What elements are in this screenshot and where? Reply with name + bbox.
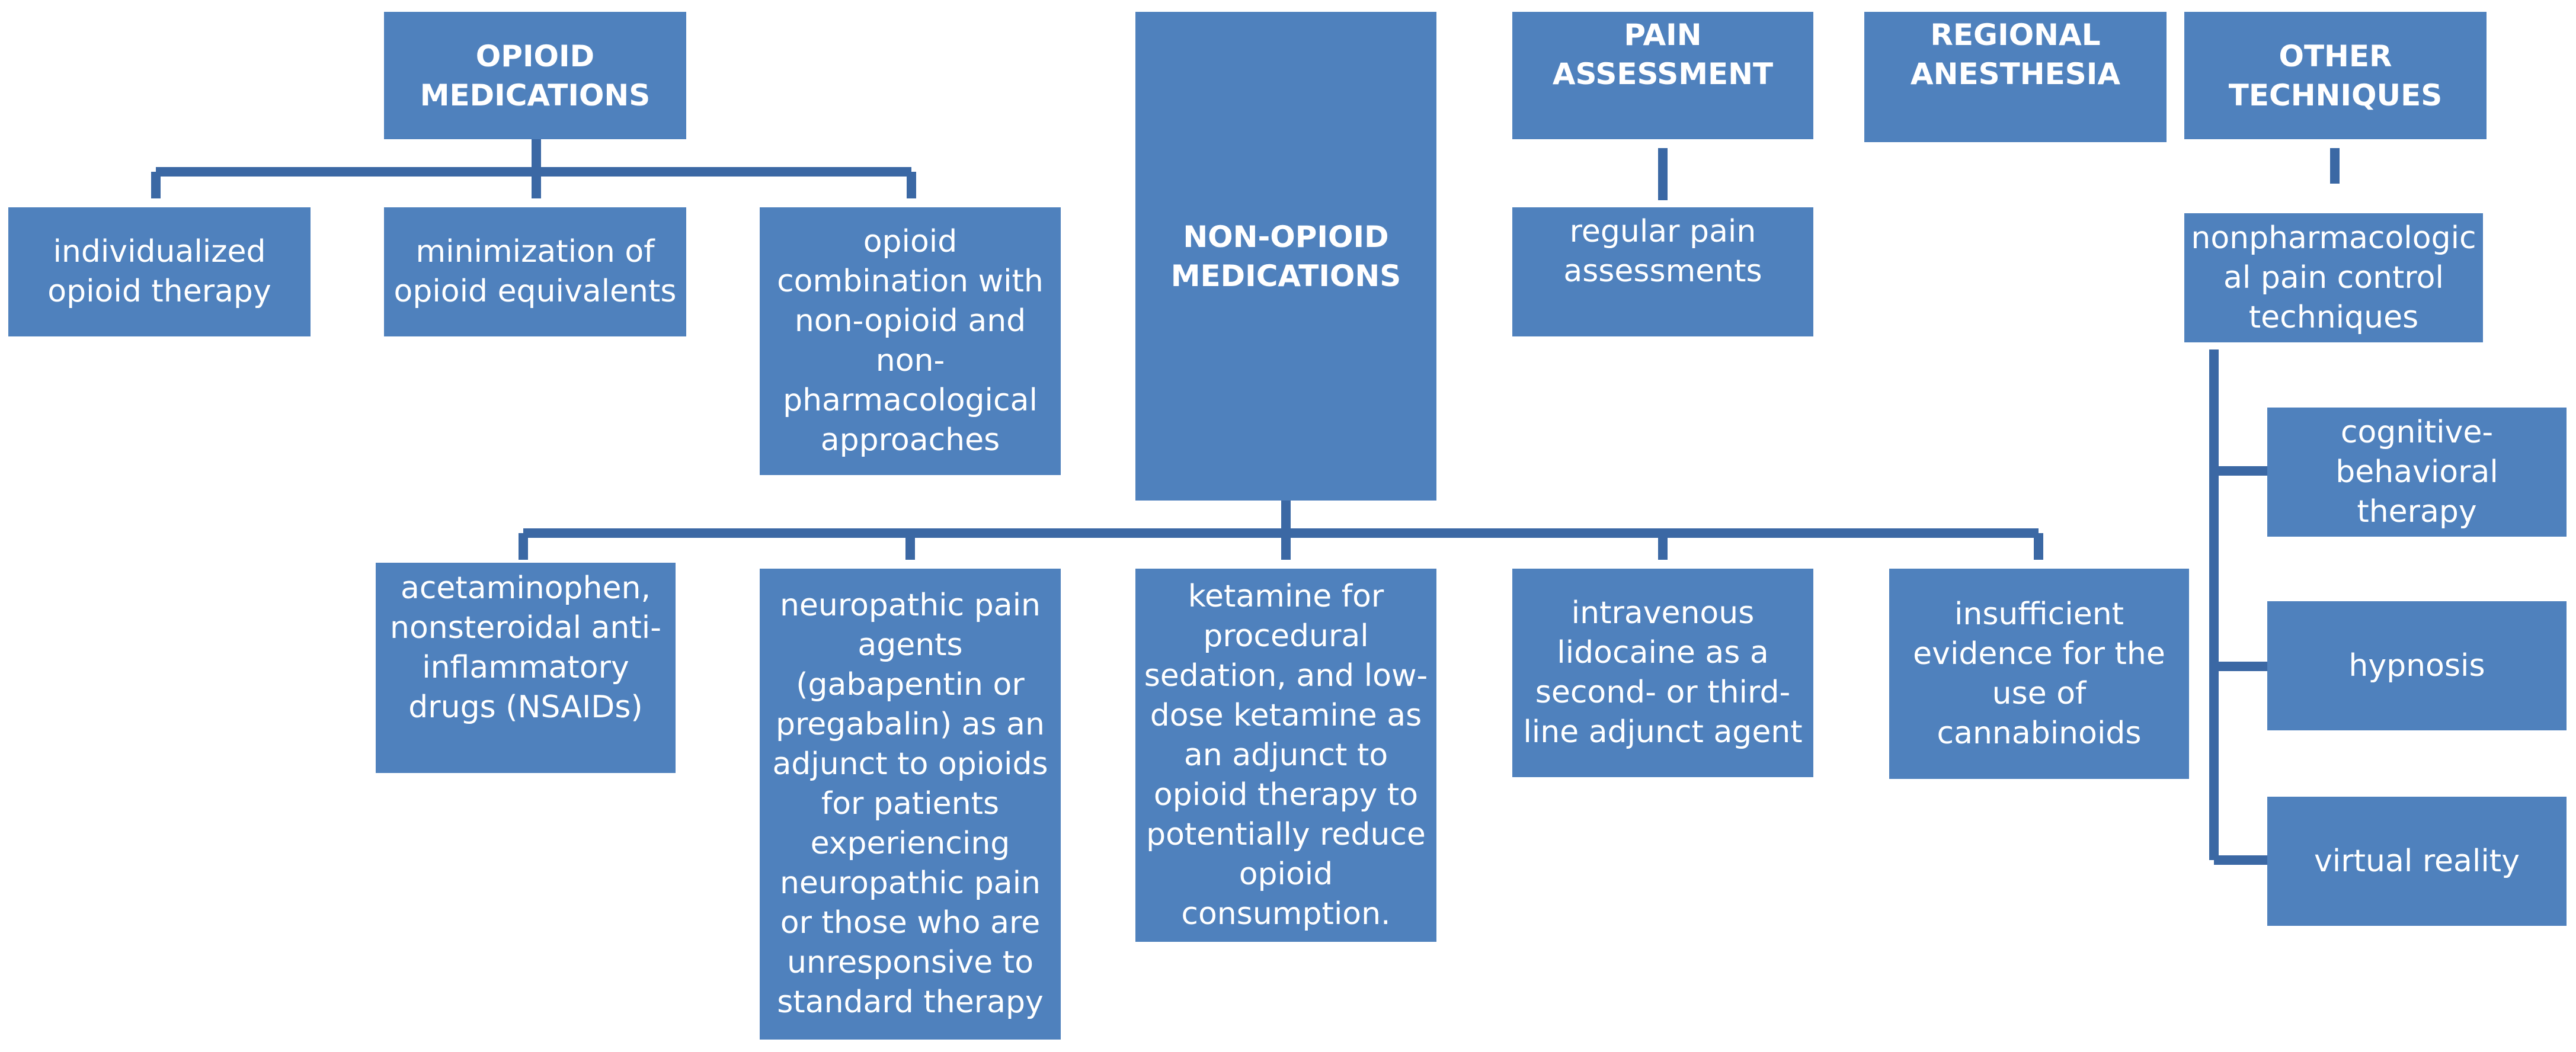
cannabinoids-box: insufficient evidence for the use of can… [1889, 569, 2189, 779]
ketamine-box: ketamine for procedural sedation, and lo… [1135, 569, 1436, 942]
pain-assessment-header: PAIN ASSESSMENT [1512, 12, 1813, 139]
virtual-reality-box: virtual reality [2267, 797, 2567, 926]
non-opioid-medications-header: NON-OPIOID MEDICATIONS [1135, 12, 1436, 501]
connector-nonpharm [2209, 349, 2267, 865]
opioid-medications-header: OPIOID MEDICATIONS [384, 12, 686, 139]
connector-opioid [151, 139, 916, 198]
connector-non-opioid [519, 501, 2043, 560]
hypnosis-box: hypnosis [2267, 601, 2567, 730]
nonpharmacological-techniques-box: nonpharmacologic al pain control techniq… [2184, 213, 2483, 342]
minimization-opioid-equivalents-box: minimization of opioid equivalents [384, 207, 686, 336]
opioid-combination-box: opioid combination with non-opioid and n… [760, 207, 1061, 475]
neuropathic-pain-agents-box: neuropathic pain agents (gabapentin or p… [760, 569, 1061, 1040]
acetaminophen-nsaids-box: acetaminophen, nonsteroidal anti- inflam… [376, 563, 676, 773]
other-techniques-header: OTHER TECHNIQUES [2184, 12, 2487, 139]
individualized-opioid-therapy-box: individualized opioid therapy [8, 207, 311, 336]
cognitive-behavioral-therapy-box: cognitive- behavioral therapy [2267, 408, 2567, 537]
regular-pain-assessments-box: regular pain assessments [1512, 207, 1813, 336]
regional-anesthesia-header: REGIONAL ANESTHESIA [1864, 12, 2167, 142]
intravenous-lidocaine-box: intravenous lidocaine as a second- or th… [1512, 569, 1813, 777]
